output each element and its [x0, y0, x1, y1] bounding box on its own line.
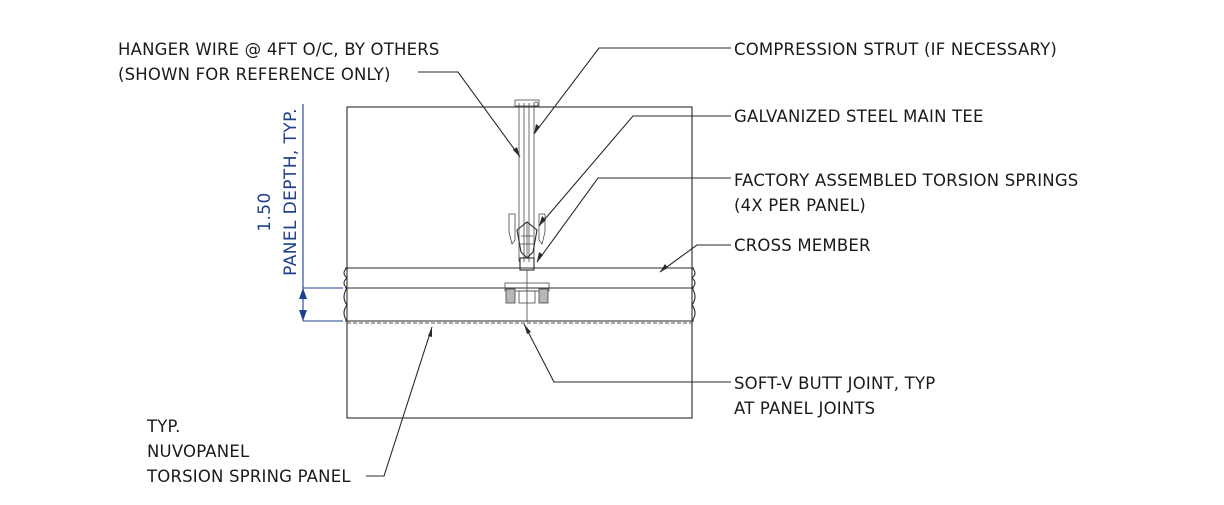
dimension-label: PANEL DEPTH, TYP.	[281, 108, 301, 276]
torsion-springs-leader	[536, 177, 731, 263]
main-tee-assembly	[504, 99, 550, 322]
panel-leader	[366, 326, 433, 477]
torsion-springs-label-line-2: (4X PER PANEL)	[734, 196, 866, 215]
hanger-wire-label-line-2: (SHOWN FOR REFERENCE ONLY)	[118, 65, 391, 84]
panel-depth-dimension: 1.50 PANEL DEPTH, TYP.	[255, 104, 343, 322]
panel-assembly	[343, 267, 696, 324]
butt-joint-label-line-2: AT PANEL JOINTS	[734, 399, 875, 418]
butt-joint-label-line-1: SOFT-V BUTT JOINT, TYP	[734, 374, 935, 393]
hanger-wire-label-line-1: HANGER WIRE @ 4FT O/C, BY OTHERS	[118, 40, 440, 59]
main-tee-leader	[538, 115, 731, 227]
butt-joint-leader	[523, 323, 731, 383]
panel-label-line-2: NUVOPANEL	[147, 442, 250, 461]
dimension-value: 1.50	[255, 192, 275, 231]
hanger-wire-leader	[418, 71, 521, 158]
main-tee-label: GALVANIZED STEEL MAIN TEE	[734, 107, 984, 126]
detail-frame	[346, 106, 693, 419]
cross-member-leader	[659, 244, 731, 273]
panel-label-line-3: TORSION SPRING PANEL	[146, 467, 351, 486]
compression-strut-label: COMPRESSION STRUT (IF NECESSARY)	[734, 40, 1057, 59]
compression-strut-leader	[533, 47, 731, 135]
torsion-springs-label-line-1: FACTORY ASSEMBLED TORSION SPRINGS	[734, 171, 1078, 190]
cross-member-label: CROSS MEMBER	[734, 236, 871, 255]
panel-label-line-1: TYP.	[146, 417, 181, 436]
